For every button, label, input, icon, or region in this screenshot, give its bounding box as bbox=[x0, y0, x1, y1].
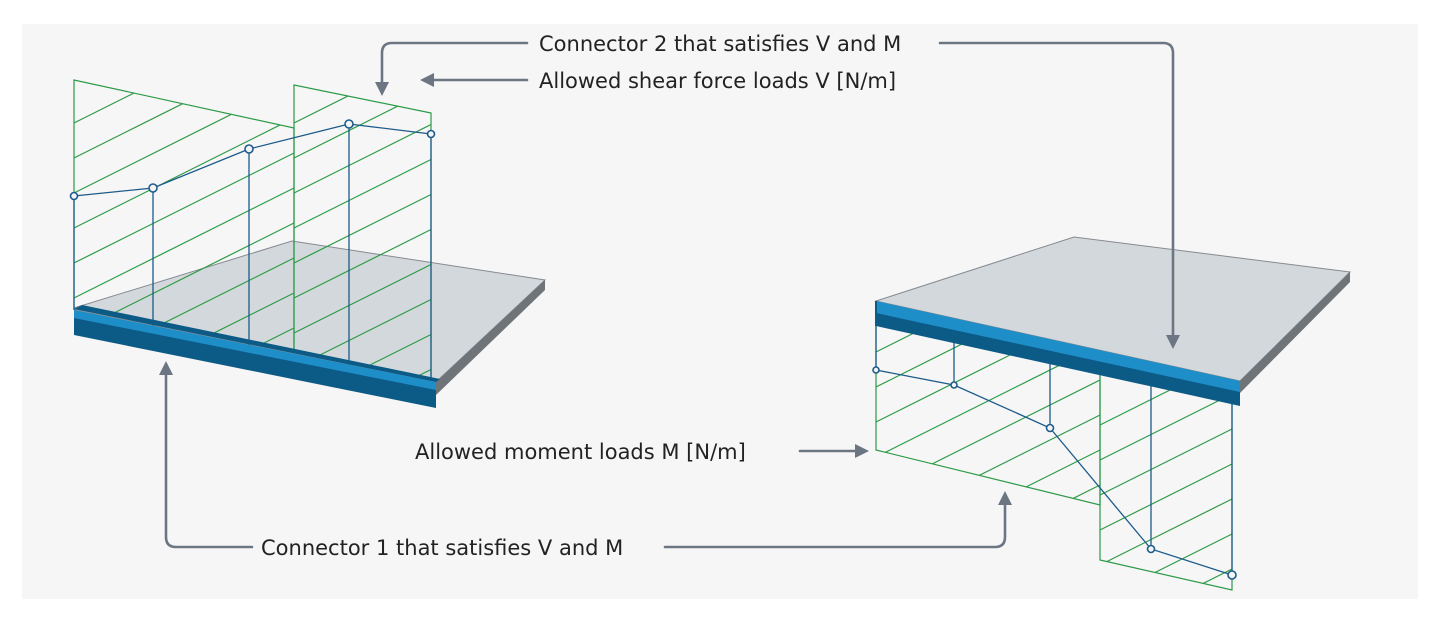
connector-node bbox=[872, 366, 880, 374]
connector-node bbox=[1045, 423, 1055, 433]
connector-node bbox=[426, 129, 436, 139]
right-slab-side bbox=[1240, 272, 1350, 393]
connector-node bbox=[1227, 570, 1237, 580]
connector-moment-curve bbox=[872, 318, 1237, 580]
shear-envelope-panel-2 bbox=[293, 84, 432, 382]
callout-shear bbox=[420, 73, 529, 87]
connector-node bbox=[950, 381, 958, 389]
right-beam bbox=[875, 301, 1240, 406]
connector-shear-curve bbox=[69, 119, 436, 382]
moment-load-label: Allowed moment loads M [N/m] bbox=[415, 440, 746, 464]
connector-node bbox=[344, 119, 354, 129]
callout-connector-1 bbox=[159, 361, 1012, 549]
connector-node bbox=[1146, 544, 1156, 554]
connector-node bbox=[244, 144, 254, 154]
callout-moment bbox=[798, 444, 869, 458]
left-slab-assembly bbox=[69, 79, 547, 408]
callout-connector-2 bbox=[375, 41, 1180, 349]
connector-node bbox=[148, 183, 158, 193]
right-slab-assembly bbox=[872, 236, 1352, 591]
connector-2-label: Connector 2 that satisfies V and M bbox=[539, 32, 901, 56]
connector-1-label: Connector 1 that satisfies V and M bbox=[261, 536, 623, 560]
connector-node bbox=[69, 191, 79, 201]
shear-load-label: Allowed shear force loads V [N/m] bbox=[539, 69, 896, 93]
left-beam bbox=[74, 305, 440, 408]
left-slab-side bbox=[436, 280, 545, 395]
